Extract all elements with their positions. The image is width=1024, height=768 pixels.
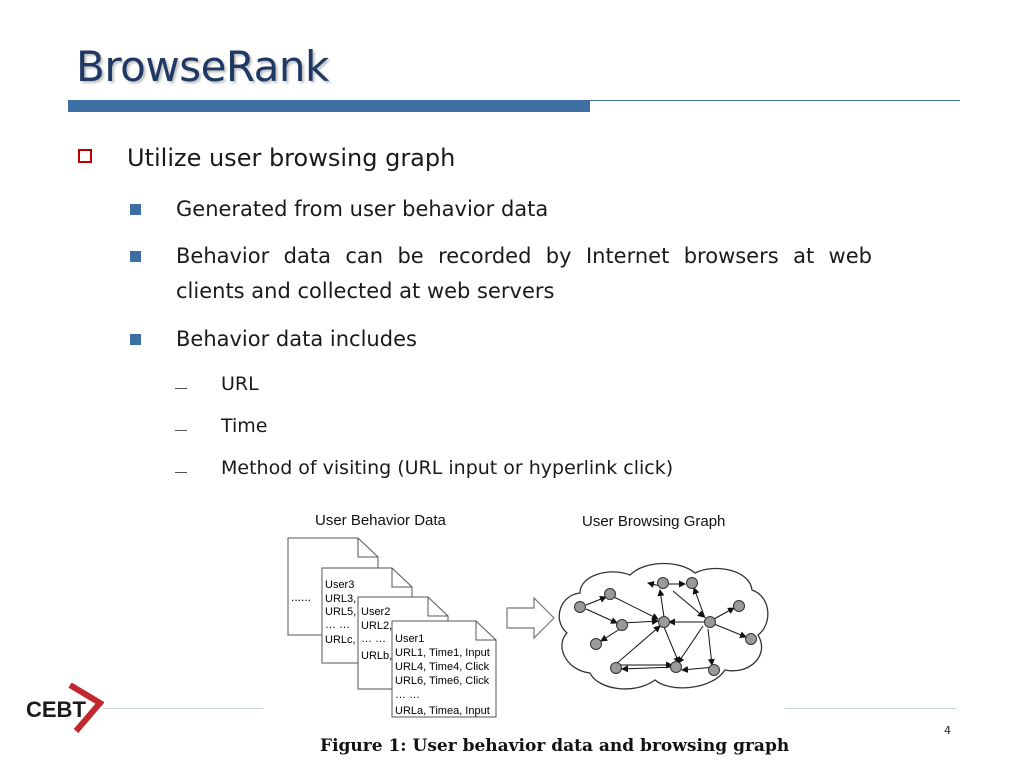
- doc2-line: User2: [361, 606, 390, 618]
- square-bullet-icon: [78, 149, 92, 163]
- svg-text:User2 URL2, … … UR: User2 URL2, … … URLb,: [361, 606, 395, 662]
- doc1-line: URLa, Timea, Input: [395, 705, 490, 717]
- doc3-line: URL3,: [325, 593, 356, 605]
- doc2-line: URLb,: [361, 650, 392, 662]
- doc1-line: URL6, Time6, Click: [395, 675, 490, 687]
- svg-text:User3 URL3, URL5,: User3 URL3, URL5, … … URLc,: [325, 579, 359, 646]
- doc3-line: … …: [325, 619, 350, 631]
- filled-square-bullet-icon: [130, 334, 141, 345]
- doc1-line: … …: [395, 689, 420, 701]
- dash-bullet-icon: [175, 472, 187, 473]
- title-underline-bar: [68, 100, 590, 112]
- doc2-line: … …: [361, 633, 386, 645]
- transform-arrow-icon: [506, 596, 555, 640]
- doc3-line: URLc,: [325, 634, 356, 646]
- dash-bullet-icon: [175, 430, 187, 431]
- figure-ellipsis: ......: [291, 590, 311, 604]
- bullet-level1: Utilize user browsing graph: [127, 144, 456, 172]
- bullet-level2: Generated from user behavior data: [176, 197, 549, 221]
- cebt-logo: CEBT: [26, 683, 104, 733]
- title-underline-line: [590, 100, 960, 101]
- footer-divider: [785, 708, 957, 709]
- figure-right-title: User Browsing Graph: [582, 513, 725, 530]
- figure-left-title: User Behavior Data: [315, 512, 447, 529]
- figure-caption: Figure 1: User behavior data and browsin…: [320, 736, 790, 756]
- bullet-level3: URL: [221, 373, 259, 395]
- doc1-line: URL4, Time4, Click: [395, 661, 490, 673]
- bullet-level2: Behavior data includes: [176, 327, 417, 351]
- doc2-line: URL2,: [361, 620, 392, 632]
- filled-square-bullet-icon: [130, 251, 141, 262]
- bullet-level3: Method of visiting (URL input or hyperli…: [221, 457, 674, 479]
- svg-text:User1 URL1, Time1, Input: User1 URL1, Time1, Input URL4, Time4, Cl…: [395, 633, 493, 717]
- bullet-level2: Behavior data can be recorded by Interne…: [176, 244, 872, 303]
- bullet-level3: Time: [221, 415, 268, 437]
- footer-divider: [103, 708, 263, 709]
- doc3-line: User3: [325, 579, 354, 591]
- behavior-graph-figure: User Behavior Data User Browsing Graph .…: [287, 512, 769, 718]
- dash-bullet-icon: [175, 388, 187, 389]
- logo-text: CEBT: [26, 697, 86, 722]
- doc1-line: User1: [395, 633, 424, 645]
- doc3-line: URL5,: [325, 606, 356, 618]
- filled-square-bullet-icon: [130, 204, 141, 215]
- slide-title: BrowseRank: [76, 42, 329, 91]
- page-number: 4: [944, 724, 951, 737]
- doc1-line: URL1, Time1, Input: [395, 647, 490, 659]
